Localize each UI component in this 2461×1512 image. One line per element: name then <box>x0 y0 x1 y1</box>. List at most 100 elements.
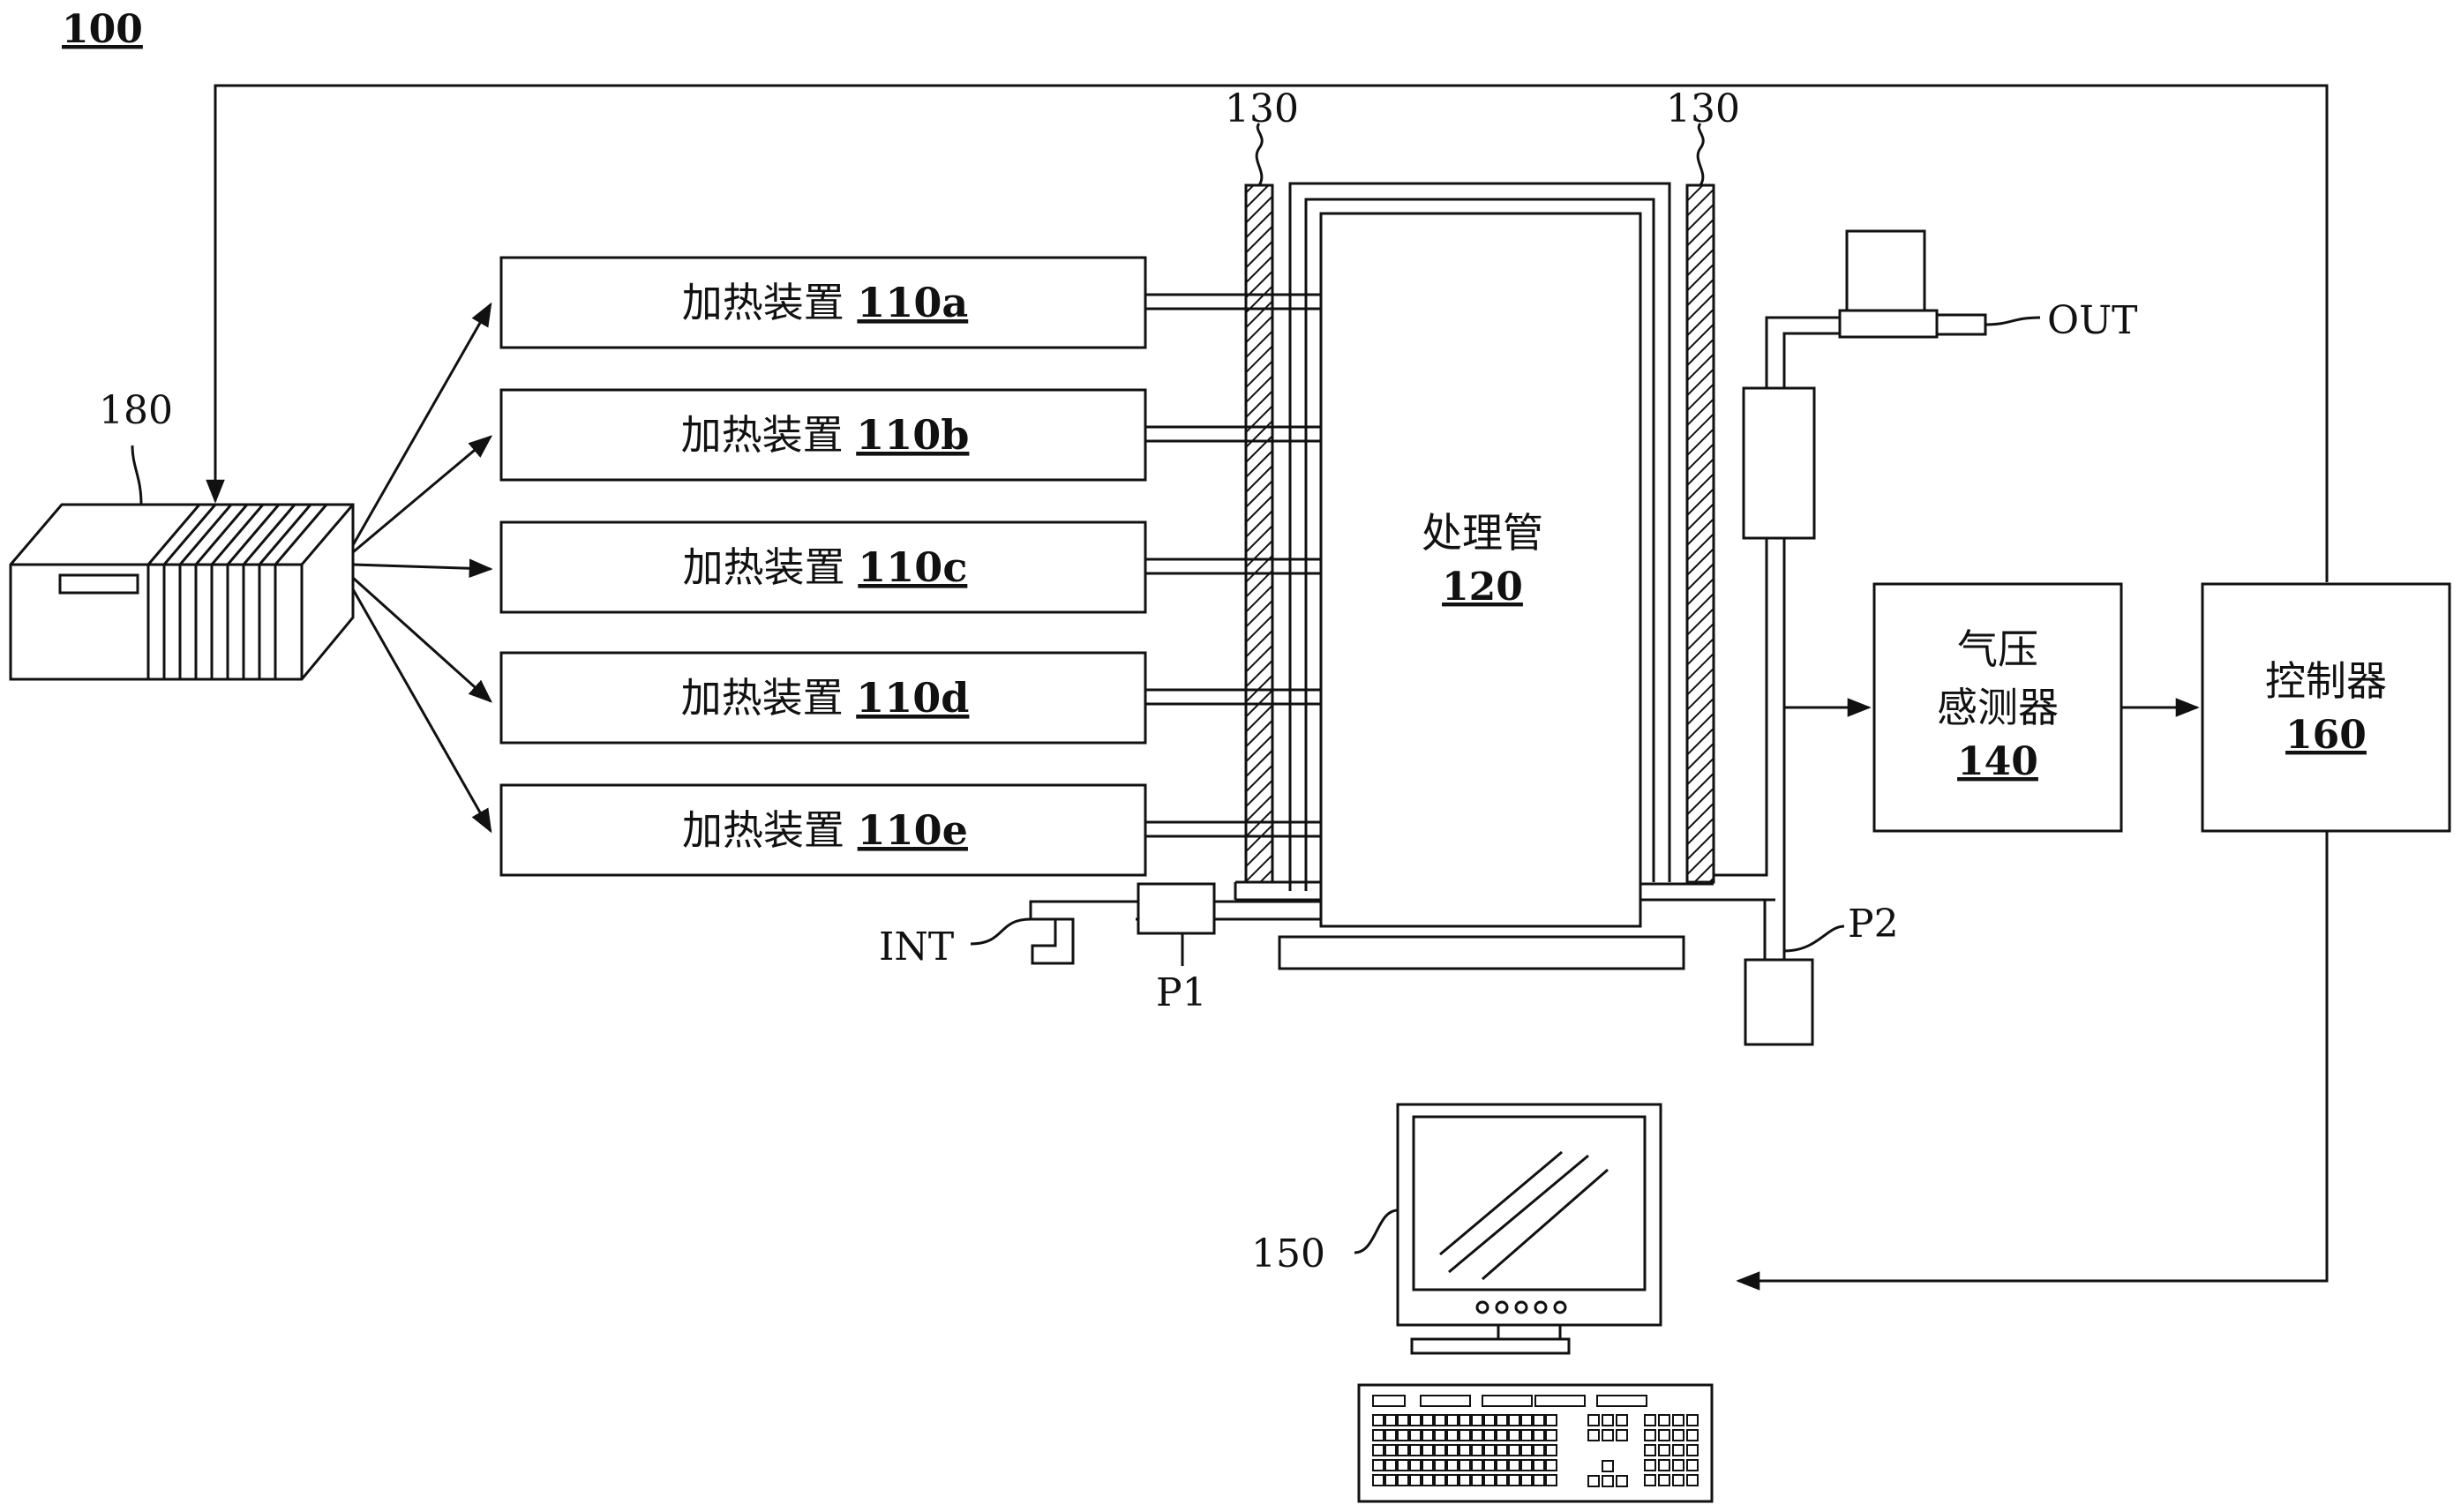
process-tube-label: 处理管 <box>1422 509 1543 557</box>
keyboard-key <box>1545 1474 1557 1486</box>
pump1-label: P1 <box>1156 970 1207 1015</box>
keyboard-key <box>1496 1429 1508 1441</box>
keyboard-key <box>1520 1429 1533 1441</box>
keyboard-key <box>1397 1459 1409 1471</box>
keyboard-key <box>1483 1459 1496 1471</box>
keyboard-key <box>1372 1429 1384 1441</box>
insulation-left <box>1244 183 1274 884</box>
keyboard-key <box>1482 1395 1533 1407</box>
keyboard-key <box>1446 1429 1459 1441</box>
keyboard-key <box>1602 1460 1614 1472</box>
monitor <box>1396 1103 1662 1355</box>
keyboard-key <box>1658 1414 1670 1426</box>
insulation-right <box>1685 183 1715 884</box>
leader-int <box>970 917 1032 946</box>
keyboard-key <box>1483 1474 1496 1486</box>
keyboard-key <box>1372 1444 1384 1456</box>
keyboard-key <box>1483 1414 1496 1426</box>
keyboard-key <box>1508 1414 1520 1426</box>
leader-130-left <box>1255 123 1264 186</box>
heater-label: 加热装置 <box>681 411 844 459</box>
heater-ref: 110d <box>856 674 969 722</box>
keyboard-key <box>1520 1444 1533 1456</box>
keyboard-key <box>1434 1414 1446 1426</box>
keyboard-key <box>1372 1414 1384 1426</box>
heater-ref: 110b <box>856 411 969 459</box>
keyboard-key <box>1533 1429 1545 1441</box>
keyboard-key <box>1644 1429 1656 1441</box>
keyboard-key <box>1508 1444 1520 1456</box>
insulation-ref-left-label: 130 <box>1225 86 1299 131</box>
keyboard-key <box>1397 1474 1409 1486</box>
exhaust-piping <box>1640 229 1987 1046</box>
heater-label: 加热装置 <box>682 806 844 854</box>
heater-ref: 110a <box>857 279 968 326</box>
process-tube <box>1234 182 1685 970</box>
keyboard-key <box>1545 1414 1557 1426</box>
keyboard-key <box>1471 1474 1483 1486</box>
keyboard-key <box>1672 1459 1684 1471</box>
leader-out <box>1985 316 2041 326</box>
keyboard-key <box>1496 1414 1508 1426</box>
pump2-label: P2 <box>1848 902 1899 947</box>
keyboard-key <box>1422 1429 1434 1441</box>
heater-feed-arrows <box>351 302 493 834</box>
keyboard-key <box>1434 1459 1446 1471</box>
keyboard-key <box>1372 1395 1406 1407</box>
keyboard-key <box>1508 1429 1520 1441</box>
keyboard-key <box>1533 1444 1545 1456</box>
keyboard-key <box>1658 1459 1670 1471</box>
keyboard-key <box>1446 1414 1459 1426</box>
feedback-line-top <box>206 84 2329 582</box>
heater-label: 加热装置 <box>683 543 845 591</box>
keyboard-key <box>1596 1395 1647 1407</box>
keyboard-key <box>1602 1475 1614 1487</box>
inlet-piping <box>1029 882 1321 966</box>
keyboard-key <box>1372 1459 1384 1471</box>
keyboard-key <box>1520 1414 1533 1426</box>
keyboard-key <box>1644 1444 1656 1456</box>
svg-text:加热装置 110e: 加热装置 110e <box>682 806 968 854</box>
keyboard-key <box>1533 1459 1545 1471</box>
keyboard-key <box>1397 1444 1409 1456</box>
keyboard-key <box>1496 1444 1508 1456</box>
heater-label: 加热装置 <box>681 674 844 722</box>
process-tube-ref: 120 <box>1442 565 1523 610</box>
keyboard-key <box>1686 1414 1699 1426</box>
keyboard-key <box>1471 1414 1483 1426</box>
keyboard-key <box>1602 1429 1614 1441</box>
outlet-label: OUT <box>2047 298 2138 343</box>
leader-130-right <box>1696 123 1705 186</box>
controller-box <box>2201 582 2451 833</box>
heater-110a: 加热装置 110a <box>499 256 1147 349</box>
keyboard-key <box>1483 1429 1496 1441</box>
controller-rack-180 <box>9 503 355 681</box>
keyboard-key <box>1545 1459 1557 1471</box>
keyboard-key <box>1459 1414 1471 1426</box>
system-ref-label: 100 <box>62 7 143 52</box>
keyboard-key <box>1471 1444 1483 1456</box>
keyboard-key <box>1520 1474 1533 1486</box>
heater-ref: 110e <box>858 806 968 854</box>
keyboard-key <box>1422 1444 1434 1456</box>
keyboard-key <box>1658 1429 1670 1441</box>
keyboard-key <box>1672 1474 1684 1486</box>
keyboard-key <box>1422 1459 1434 1471</box>
keyboard-key <box>1686 1429 1699 1441</box>
keyboard-key <box>1533 1474 1545 1486</box>
svg-text:加热装置 110b: 加热装置 110b <box>681 411 970 459</box>
keyboard-key <box>1686 1444 1699 1456</box>
keyboard-key <box>1672 1444 1684 1456</box>
keyboard-key <box>1533 1414 1545 1426</box>
keyboard-key <box>1587 1429 1600 1441</box>
controller-to-monitor-line <box>1736 831 2329 1291</box>
svg-text:加热装置 110a: 加热装置 110a <box>682 279 968 326</box>
keyboard-key <box>1434 1429 1446 1441</box>
keyboard-key <box>1422 1414 1434 1426</box>
keyboard <box>1357 1383 1714 1503</box>
keyboard-key <box>1434 1474 1446 1486</box>
keyboard-key <box>1459 1474 1471 1486</box>
leader-150 <box>1354 1209 1399 1254</box>
keyboard-key <box>1644 1414 1656 1426</box>
